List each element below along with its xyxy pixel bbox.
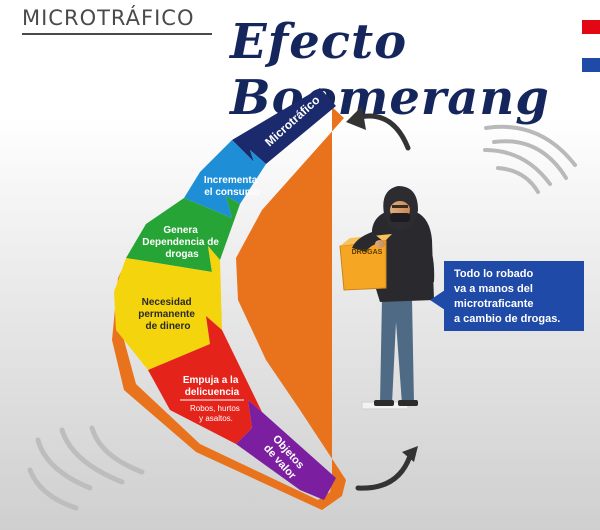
callout-line-1: Todo lo robado xyxy=(454,268,534,280)
segment-objetos xyxy=(236,400,336,500)
label-necesidad-line1: Necesidad xyxy=(142,297,192,308)
callout-box: Todo lo robado va a manos del microtrafi… xyxy=(444,261,584,331)
segment-necesidad xyxy=(114,246,222,370)
label-empuja-line1: Empuja a la xyxy=(183,375,239,386)
segment-microtrafico xyxy=(232,88,336,164)
label-necesidad-line3: de dinero xyxy=(145,321,190,332)
flag-red-stripe xyxy=(582,20,600,34)
label-incrementa-line1: Incrementa xyxy=(204,175,258,186)
flag-blue-stripe xyxy=(582,58,600,72)
label-incrementa-line2: el consumo xyxy=(204,187,260,198)
segment-genera xyxy=(126,196,240,272)
label-empuja-sub-line2: y asaltos. xyxy=(199,414,233,423)
callout-pointer xyxy=(430,290,445,310)
label-empuja-sub: Robos, hurtos y asaltos. xyxy=(190,404,242,423)
label-genera: Genera Dependencia de drogas xyxy=(142,225,221,260)
drugs-box-label: DROGAS xyxy=(351,249,383,256)
curved-arrow-bottom-head xyxy=(402,446,418,462)
section-kicker: MICROTRÁFICO xyxy=(22,6,195,30)
segment-empuja xyxy=(148,316,262,444)
label-genera-line1: Genera xyxy=(163,225,198,236)
label-empuja: Empuja a la delicuencia xyxy=(183,375,241,398)
kicker-underline xyxy=(22,33,212,35)
segment-incrementa xyxy=(184,140,266,218)
curved-arrow-top-head xyxy=(346,106,366,130)
callout-line-4: a cambio de drogas. xyxy=(454,313,561,325)
label-empuja-line2: delicuencia xyxy=(185,387,240,398)
label-necesidad: Necesidad permanente de dinero xyxy=(138,297,197,332)
label-empuja-sub-line1: Robos, hurtos xyxy=(190,404,240,413)
motion-lines-top-right xyxy=(483,124,577,194)
motion-lines-bottom-left xyxy=(27,425,145,511)
callout-line-3: microtraficante xyxy=(454,298,534,310)
callout-line-2: va a manos del xyxy=(454,283,533,295)
label-genera-line2: Dependencia de xyxy=(142,237,219,248)
label-necesidad-line2: permanente xyxy=(138,309,195,320)
curved-arrow-bottom xyxy=(355,453,413,491)
boomerang-edge xyxy=(112,107,346,510)
hooded-figure-illustration xyxy=(339,186,435,410)
label-incrementa: Incrementa el consumo xyxy=(204,175,260,198)
label-genera-line3: drogas xyxy=(165,249,199,260)
